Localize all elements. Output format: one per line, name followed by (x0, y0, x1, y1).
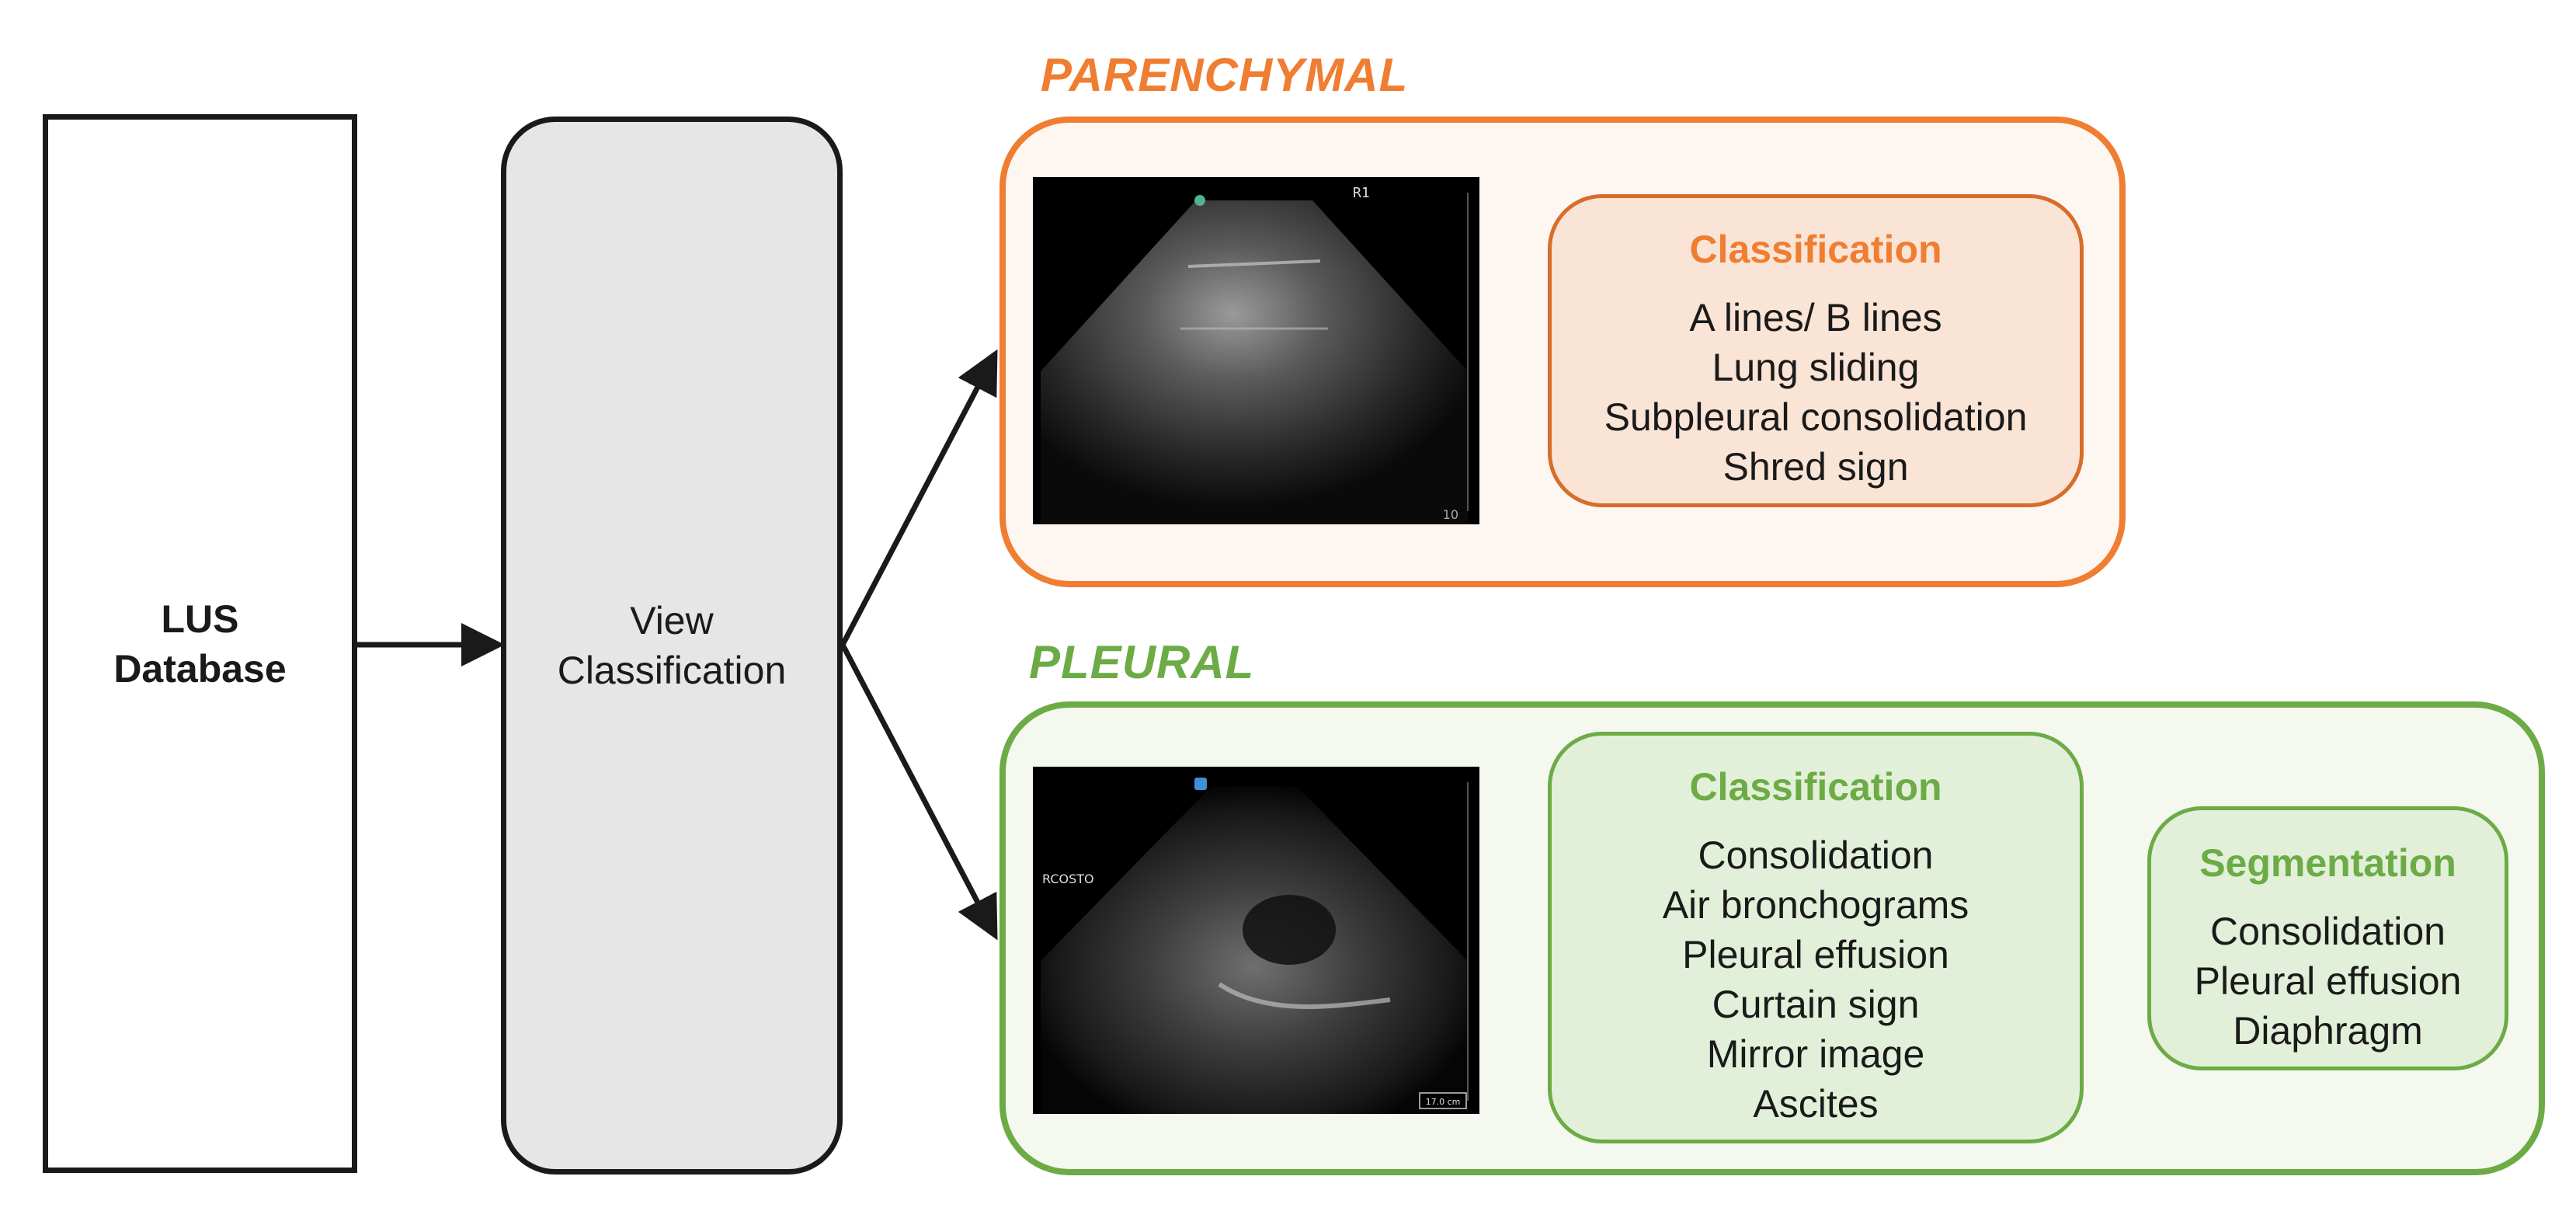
pleural-scale-label: 17.0 cm (1426, 1097, 1461, 1107)
parenchymal-classification-list: A lines/ B lines Lung sliding Subpleural… (1604, 293, 2028, 492)
list-item: Consolidation (1698, 833, 1934, 877)
parenchymal-ultrasound-image: R1 10 (1033, 177, 1479, 524)
pleural-segmentation-list: Consolidation Pleural effusion Diaphragm (2195, 907, 2462, 1056)
parenchymal-title: PARENCHYMAL (1041, 49, 1409, 101)
parenchymal-classification-card: Classification A lines/ B lines Lung sli… (1548, 194, 2084, 507)
probe-marker-icon (1194, 778, 1207, 790)
list-item: Air bronchograms (1662, 883, 1969, 927)
pleural-title: PLEURAL (1029, 636, 1255, 688)
probe-marker-icon (1194, 195, 1205, 206)
view-classification-line2: Classification (557, 649, 787, 692)
parenchymal-classification-title: Classification (1689, 228, 1942, 271)
list-item: Curtain sign (1712, 983, 1920, 1026)
list-item: Lung sliding (1712, 346, 1920, 389)
parenchymal-marker-text: R1 (1353, 185, 1370, 201)
pleural-classification-title: Classification (1689, 765, 1942, 809)
pleural-side-label: RCOSTO (1042, 872, 1094, 886)
lus-database-box: LUS Database (43, 114, 357, 1173)
list-item: Diaphragm (2233, 1009, 2423, 1053)
lus-database-line2: Database (113, 646, 287, 691)
lus-database-line1: LUS (161, 597, 239, 641)
parenchymal-depth-label: 10 (1443, 507, 1458, 522)
list-item: Ascites (1753, 1082, 1879, 1126)
list-item: Subpleural consolidation (1604, 395, 2028, 439)
list-item: Shred sign (1723, 445, 1909, 489)
view-classification-line1: View (630, 599, 714, 642)
list-item: A lines/ B lines (1689, 296, 1942, 339)
pleural-segmentation-card: Segmentation Consolidation Pleural effus… (2147, 806, 2508, 1070)
list-item: Pleural effusion (1682, 933, 1949, 976)
list-item: Pleural effusion (2194, 959, 2462, 1003)
pleural-ultrasound-image: RCOSTO 17.0 cm (1033, 767, 1479, 1114)
list-item: Consolidation (2210, 910, 2446, 953)
list-item: Mirror image (1706, 1032, 1925, 1076)
arrow-view-to-pleural (840, 643, 998, 941)
parenchymal-ultrasound-drawing: R1 10 (1041, 185, 1469, 524)
arrow-view-to-parenchymal (840, 349, 998, 646)
pleural-classification-list: Consolidation Air bronchograms Pleural e… (1663, 830, 1969, 1129)
pleural-ultrasound-drawing: RCOSTO 17.0 cm (1041, 778, 1469, 1114)
pleural-classification-card: Classification Consolidation Air broncho… (1548, 732, 2084, 1143)
pleural-segmentation-title: Segmentation (2199, 841, 2456, 885)
view-classification-box: View Classification (501, 117, 843, 1175)
